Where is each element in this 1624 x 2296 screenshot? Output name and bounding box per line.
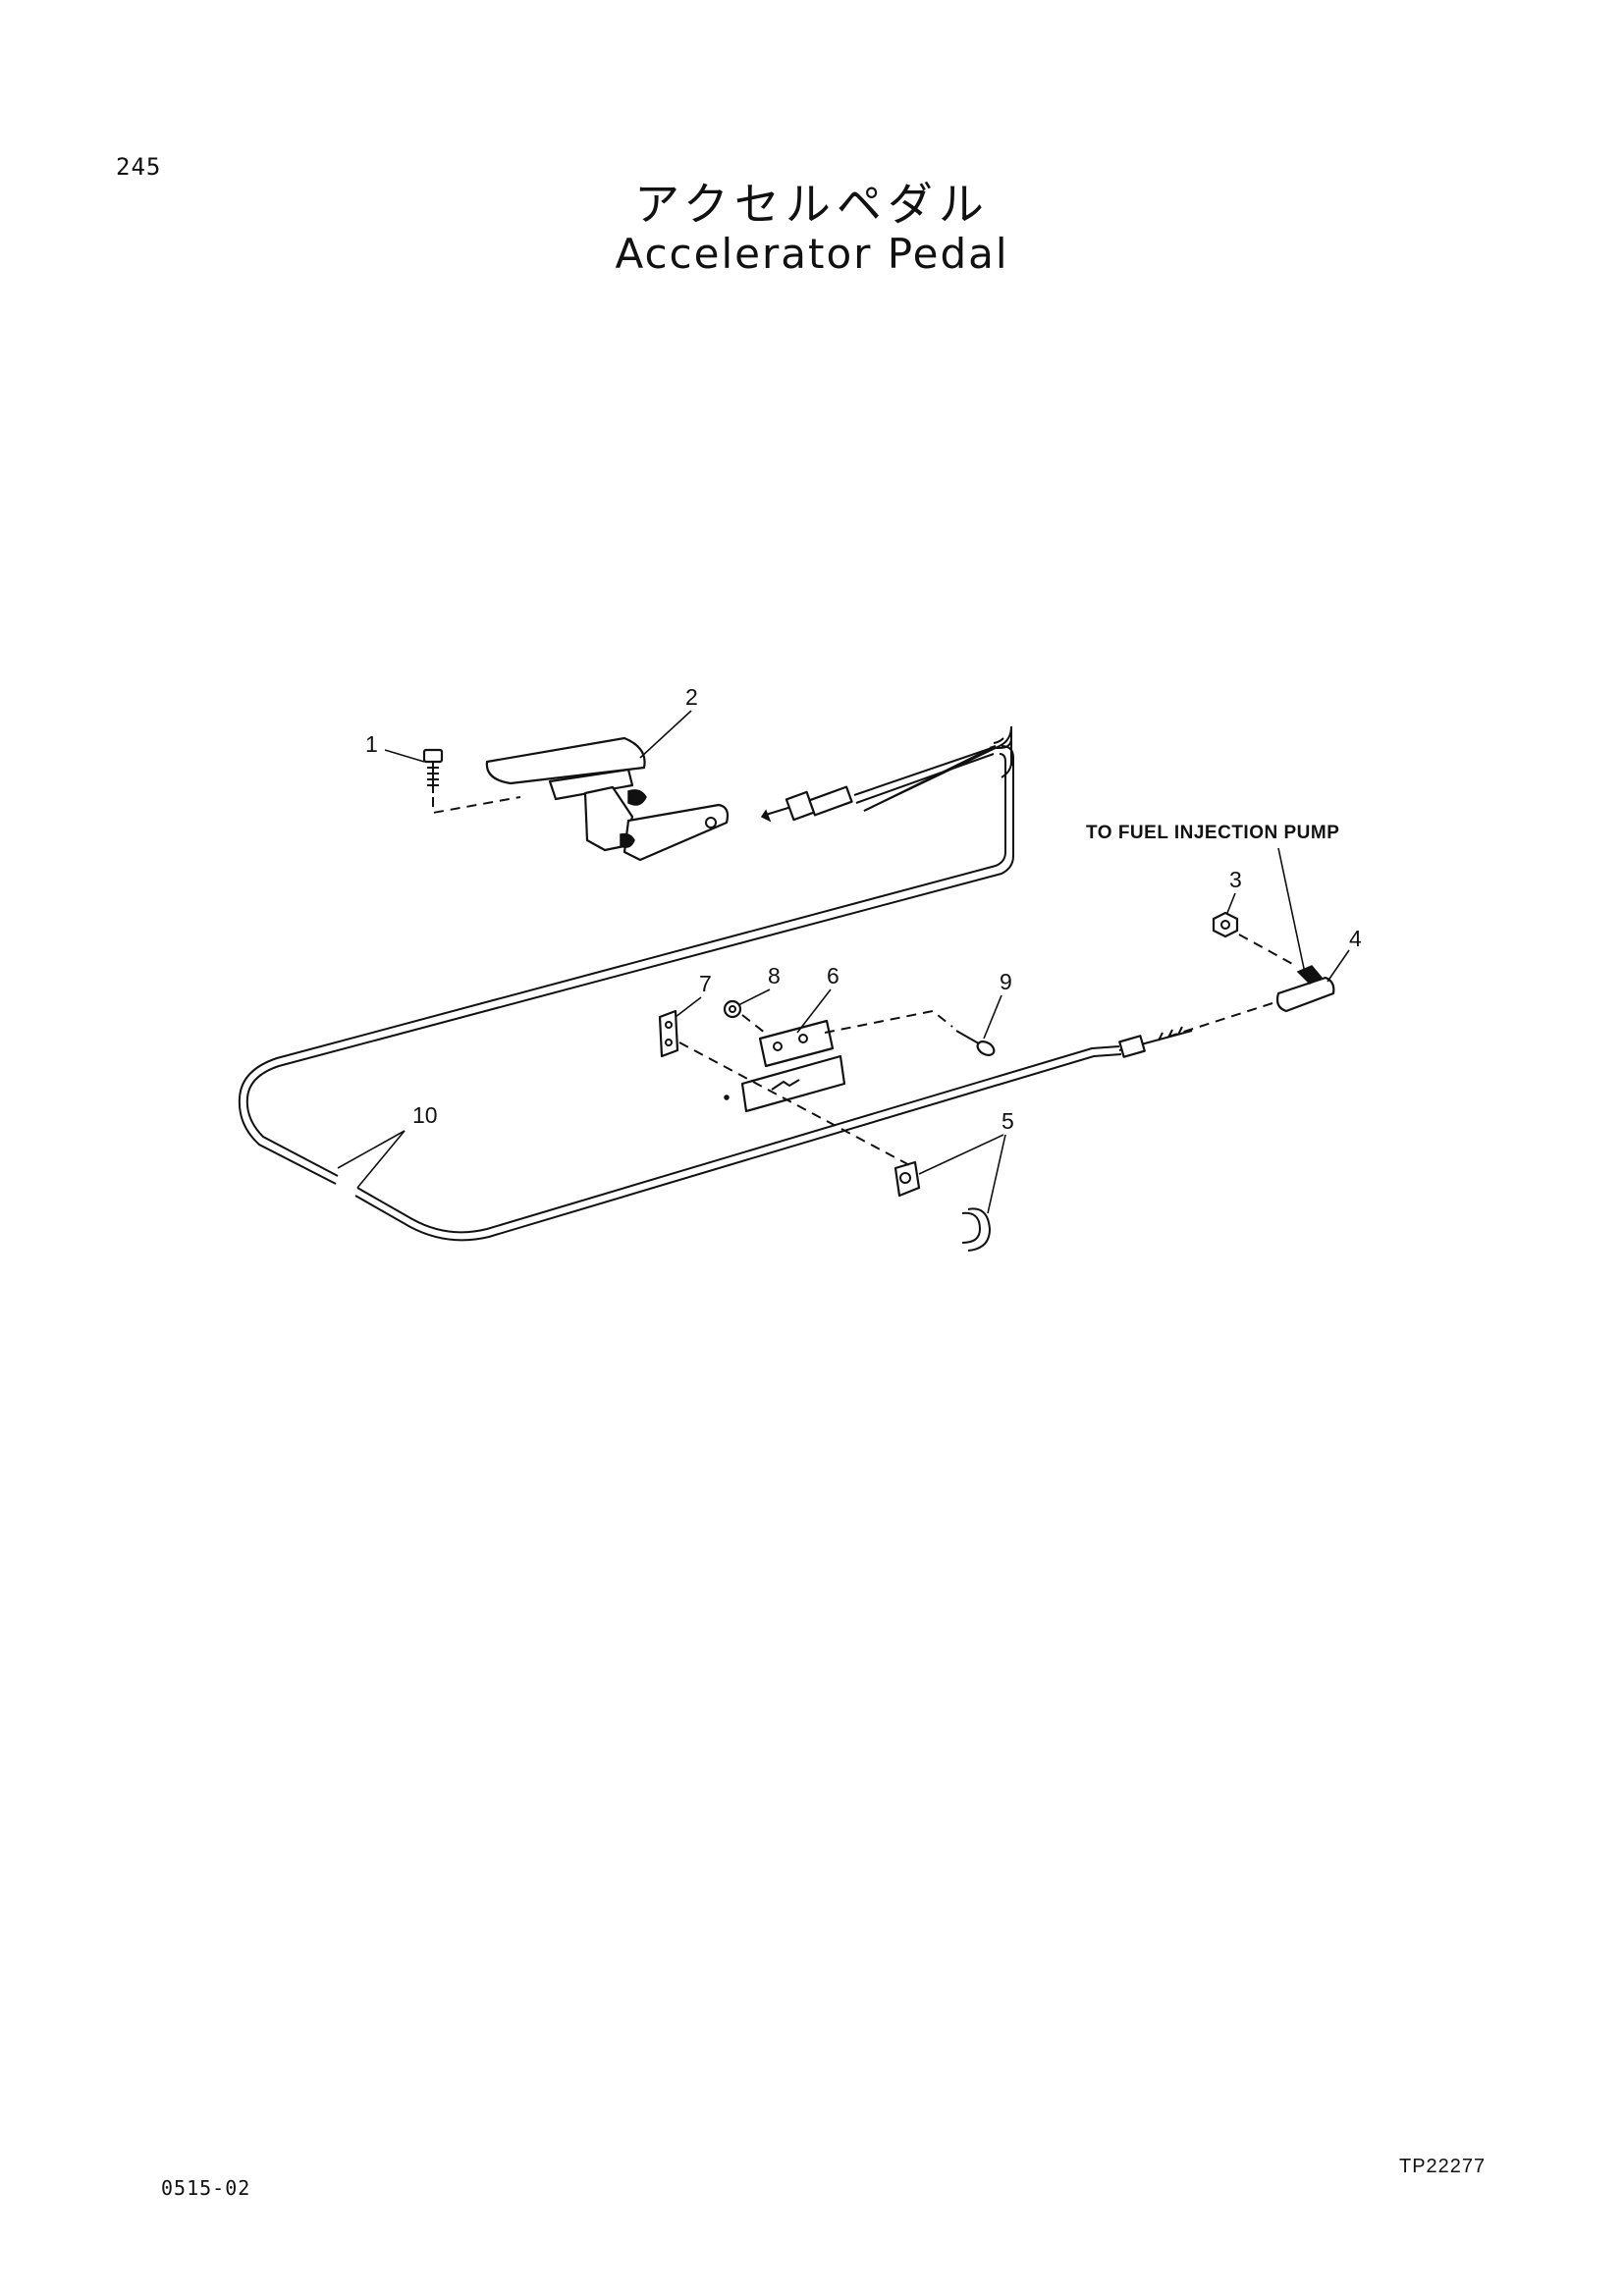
part-6-bracket bbox=[724, 1019, 846, 1113]
svg-text:7: 7 bbox=[699, 971, 712, 996]
svg-text:4: 4 bbox=[1349, 926, 1362, 951]
part-2-pedal bbox=[485, 736, 730, 862]
part-4-cable-end bbox=[1162, 965, 1335, 1040]
svg-text:10: 10 bbox=[412, 1102, 438, 1128]
accelerator-cable-loop bbox=[238, 725, 1122, 1242]
page-title-english: Accelerator Pedal bbox=[615, 230, 1009, 278]
page-number: 245 bbox=[116, 153, 162, 181]
fuel-injection-pump-note: TO FUEL INJECTION PUMP bbox=[1086, 823, 1339, 979]
callout-2: 2 bbox=[639, 684, 698, 759]
svg-text:8: 8 bbox=[768, 963, 781, 988]
svg-text:3: 3 bbox=[1229, 867, 1242, 892]
callout-9: 9 bbox=[983, 969, 1012, 1040]
footer-left-code: 0515-02 bbox=[161, 2176, 251, 2200]
pedal-cable-end-fitting bbox=[760, 785, 853, 823]
part-5-clamp bbox=[893, 1160, 992, 1252]
svg-text:TO FUEL INJECTION PUMP: TO FUEL INJECTION PUMP bbox=[1086, 823, 1339, 843]
part-7-clamp-plate bbox=[658, 1009, 916, 1169]
callout-10: 10 bbox=[337, 1102, 438, 1189]
svg-text:9: 9 bbox=[1000, 969, 1012, 994]
part-1-bolt bbox=[422, 748, 521, 815]
svg-text:1: 1 bbox=[365, 731, 378, 757]
callout-5: 5 bbox=[918, 1108, 1014, 1214]
callout-1: 1 bbox=[365, 731, 425, 763]
part-9-bolt bbox=[824, 1009, 996, 1056]
footer-right-code: TP22277 bbox=[1399, 2156, 1487, 2177]
svg-text:5: 5 bbox=[1001, 1108, 1014, 1134]
callout-4: 4 bbox=[1326, 926, 1362, 983]
part-8-washer bbox=[723, 999, 771, 1038]
callout-7: 7 bbox=[675, 971, 712, 1018]
throttle-cable-connector bbox=[1118, 1026, 1193, 1058]
callout-6: 6 bbox=[796, 963, 839, 1034]
svg-text:6: 6 bbox=[827, 963, 839, 988]
svg-text:2: 2 bbox=[685, 684, 698, 710]
page-title-japanese: アクセルペダル bbox=[634, 178, 990, 231]
part-3-nut bbox=[1212, 911, 1297, 967]
callout-8: 8 bbox=[737, 963, 781, 1006]
callout-3: 3 bbox=[1226, 867, 1242, 914]
